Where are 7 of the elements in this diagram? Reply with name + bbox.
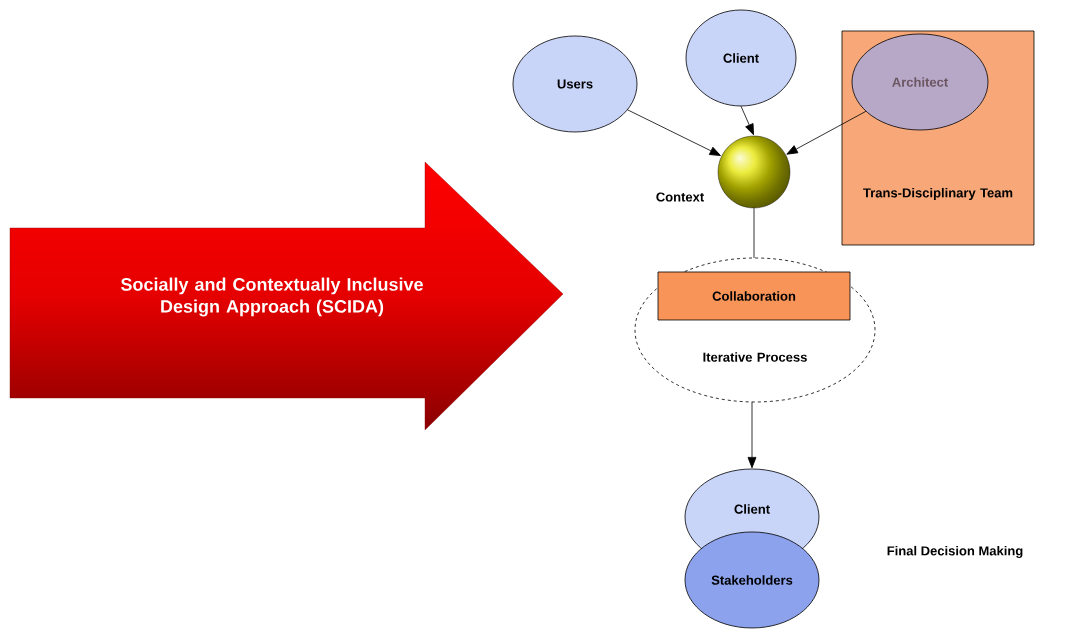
arrow [740, 105, 754, 136]
arrow [627, 109, 721, 156]
arrow [747, 401, 757, 469]
arrow [786, 110, 867, 155]
circle [717, 135, 791, 209]
node-caption: Context [656, 192, 705, 202]
note-label: Final Decision Making [887, 545, 1023, 559]
